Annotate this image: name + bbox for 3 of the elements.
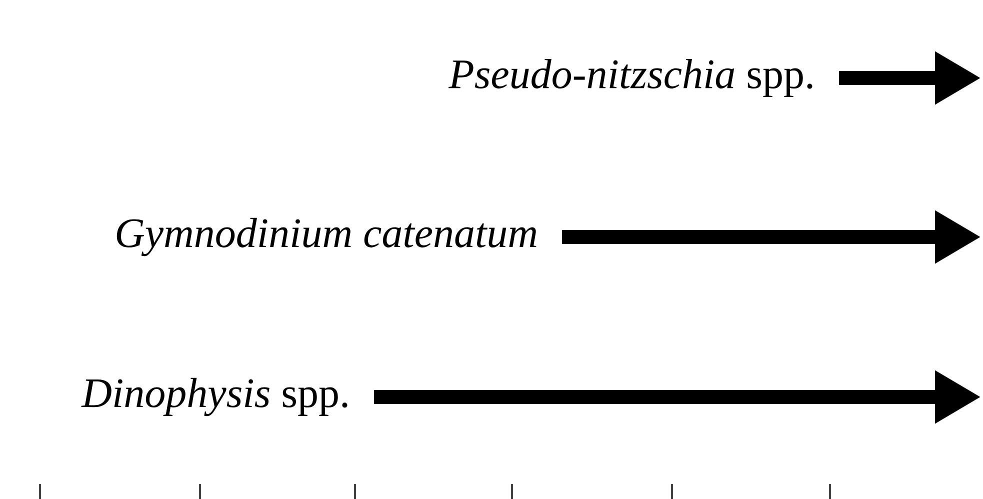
species-label: Dinophysis spp. <box>81 378 348 416</box>
species-label: Gymnodinium catenatum <box>116 218 536 256</box>
species-label: Pseudo-nitzschia spp. <box>448 58 812 98</box>
